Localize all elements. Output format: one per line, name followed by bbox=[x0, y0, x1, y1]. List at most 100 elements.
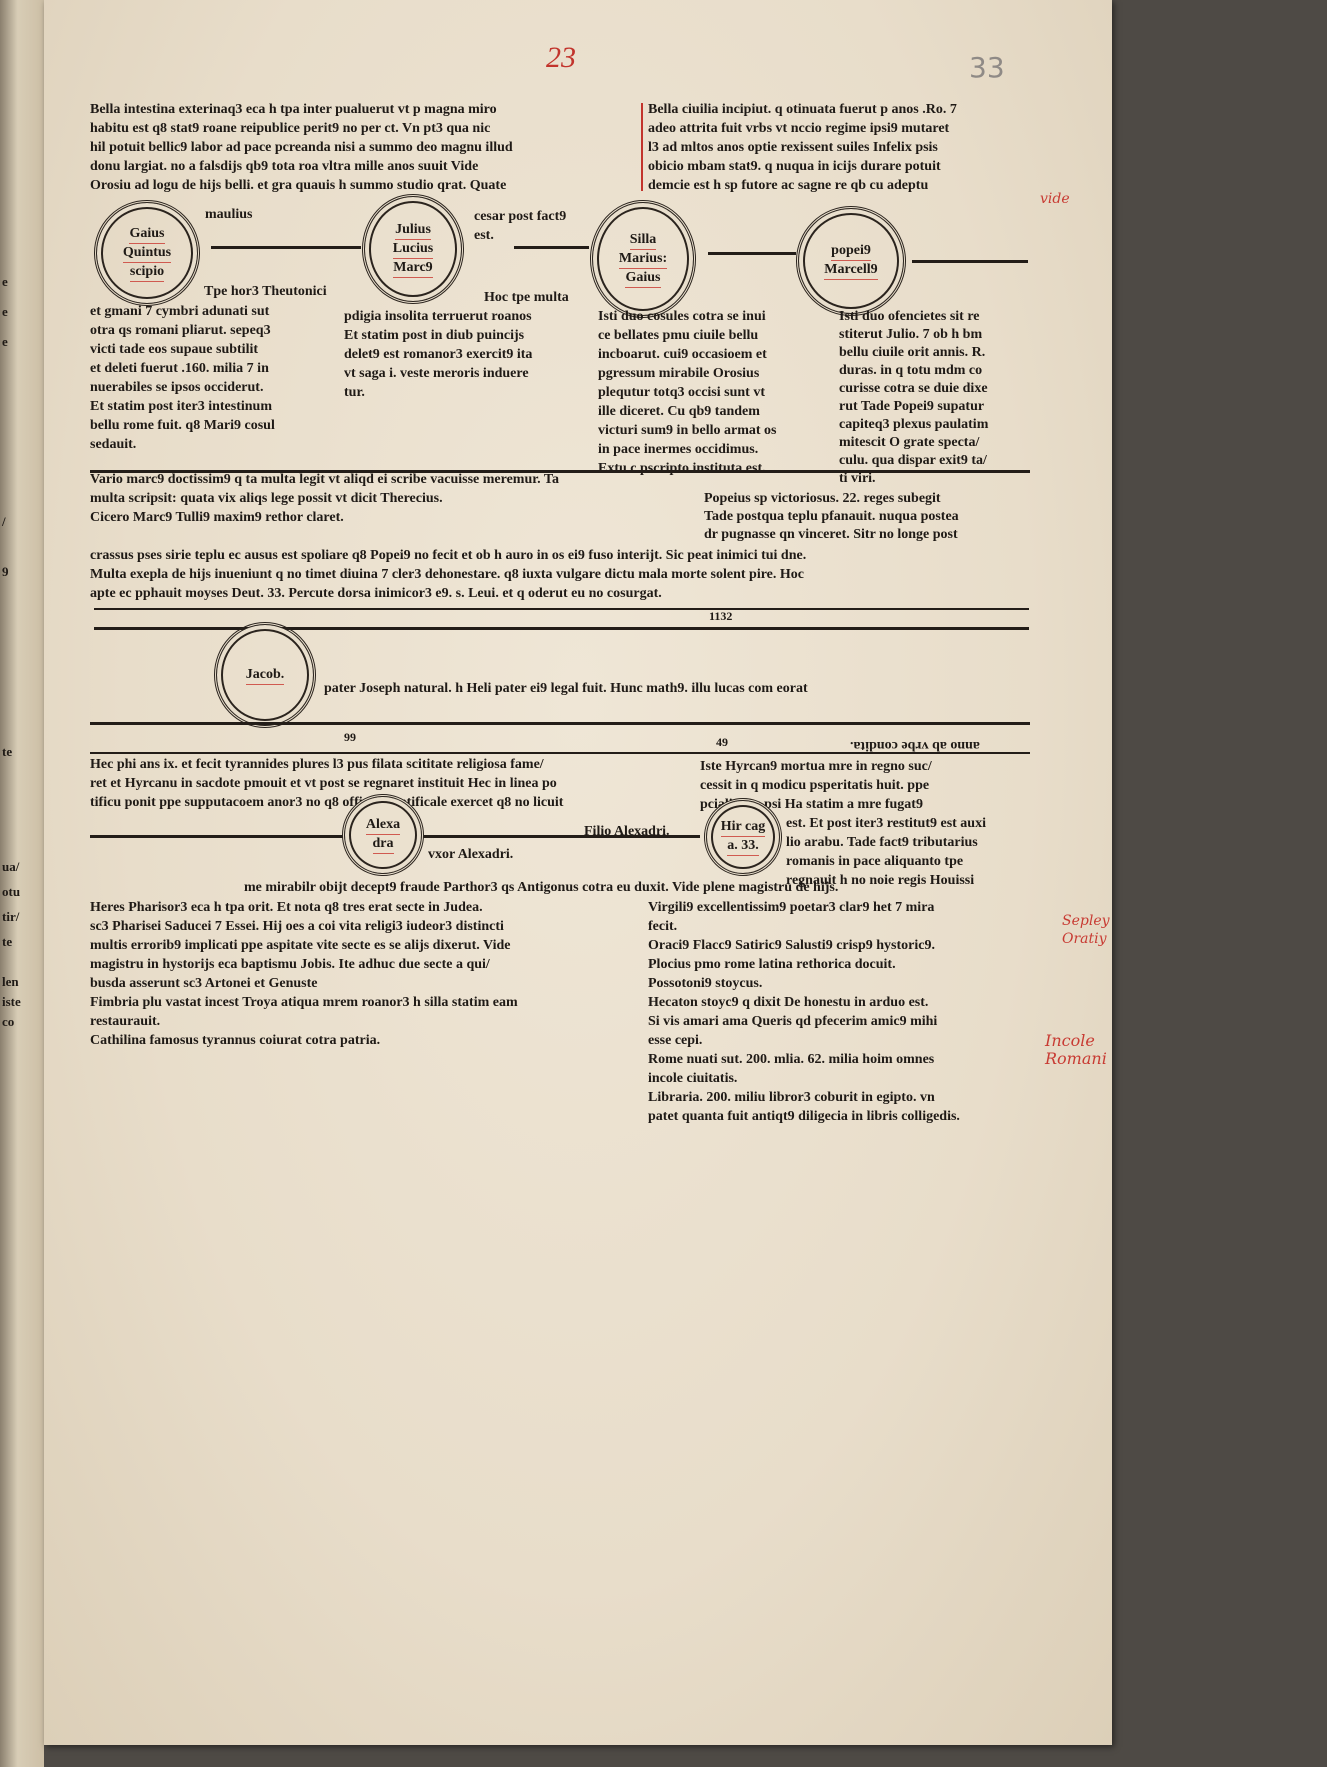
text-line: demcie est h sp futore ac sagne re qb cu… bbox=[648, 178, 929, 193]
text-line: esse cepi. bbox=[648, 1033, 703, 1048]
prev-page-fragment: tir/ bbox=[2, 909, 20, 924]
text-line: Hec phi ans ix. et fecit tyrannides plur… bbox=[90, 757, 544, 772]
text-line: l3 ad mltos anos optie rexissent suiles … bbox=[648, 140, 938, 155]
text-line: ret et Hyrcanu in sacdote pmouit et vt p… bbox=[90, 776, 557, 791]
text-line: Popeius sp victoriosus. 22. reges subegi… bbox=[704, 491, 941, 506]
circle-name: Gaius bbox=[625, 269, 661, 288]
text-line: patet quanta fuit antiqt9 diligecia in l… bbox=[648, 1109, 960, 1124]
text-line: ille diceret. Cu qb9 tandem bbox=[598, 404, 760, 419]
circle-name: popei9 bbox=[831, 242, 871, 261]
margin-note-oratius: Sepley Oratiy bbox=[1062, 913, 1110, 947]
manuscript-page: 23 33 Bella intestina exterinaq3 eca h t… bbox=[44, 0, 1112, 1745]
text-crassus: crassus pses sirie teplu ec ausus est sp… bbox=[90, 546, 806, 603]
circle-name: Marcell9 bbox=[824, 261, 878, 280]
text-line: Fimbria plu vastat incest Troya atiqua m… bbox=[90, 995, 518, 1010]
label-cesar: cesar post fact9 est. bbox=[474, 209, 567, 243]
text-line: dr pugnasse qn vinceret. Sitr no longe p… bbox=[704, 527, 958, 542]
prev-page-fragment: e bbox=[2, 274, 8, 289]
text-herodes: Heres Pharisor3 eca h tpa orit. Et nota … bbox=[90, 898, 518, 1050]
text-line: lio arabu. Tade fact9 tributarius bbox=[786, 835, 978, 850]
text-line: fecit. bbox=[648, 919, 678, 934]
text-hec-ph: Hec phi ans ix. et fecit tyrannides plur… bbox=[90, 755, 563, 812]
label-maulius: maulius bbox=[205, 207, 253, 222]
text-line: curisse cotra se duie dixe bbox=[839, 381, 988, 396]
text-line: Isti duo cosules cotra se inui bbox=[598, 309, 766, 324]
text-line: duras. in q totu mdm co bbox=[839, 363, 983, 378]
text-line: Hecaton stoyc9 q dixit De honestu in ard… bbox=[648, 995, 929, 1010]
text-line: tificu ponit ppe supputacoem anor3 no q8… bbox=[90, 795, 564, 810]
prev-page-fragment: ua/ bbox=[2, 859, 20, 874]
text-line: est. Et post iter3 restitut9 est auxi bbox=[786, 816, 986, 831]
text-line: cessit in q modicu psperitatis huit. ppe bbox=[700, 778, 930, 793]
genealogy-circle-jacob: Jacob. bbox=[214, 622, 316, 728]
text-line: pdigia insolita terruerut roanos bbox=[344, 309, 532, 324]
circle-name: Marius: bbox=[618, 250, 668, 269]
prev-page-fragment: te bbox=[2, 934, 13, 949]
col1-lead: Tpe hor3 Theutonici bbox=[204, 284, 327, 299]
margin-note-incole: Incole Romani bbox=[1045, 1031, 1107, 1068]
prev-page-fragment: co bbox=[2, 1014, 15, 1029]
label-vxor-alexandri: vxor Alexadri. bbox=[428, 847, 514, 862]
text-line: Isti duo ofencietes sit re bbox=[839, 309, 980, 324]
prev-page-fragment: / bbox=[2, 514, 6, 529]
text-line: donu largiat. no a falsdijs qb9 tota roa… bbox=[90, 159, 479, 174]
text-line: busda asserunt sc3 Artonei et Genuste bbox=[90, 976, 318, 991]
text-bella-intestina: Bella intestina exterinaq3 eca h tpa int… bbox=[90, 100, 513, 195]
text-line: sc3 Pharisei Saducei 7 Essei. Hij oes a … bbox=[90, 919, 504, 934]
prev-page-fragment: len bbox=[2, 974, 19, 989]
text-line: incboarut. cui9 occasioem et bbox=[598, 347, 767, 362]
circle-name: dra bbox=[372, 835, 394, 854]
rubric-divider bbox=[641, 103, 643, 191]
text-line: Et statim post in diub puincijs bbox=[344, 328, 525, 343]
text-line: tur. bbox=[344, 385, 365, 400]
circle-name: Quintus bbox=[122, 244, 172, 263]
circle-name: Alexa bbox=[365, 816, 401, 835]
text-line: crassus pses sirie teplu ec ausus est sp… bbox=[90, 548, 807, 563]
text-column-4: Isti duo ofencietes sit re stiterut Julio… bbox=[839, 308, 988, 488]
text-line: Et statim post iter3 intestinum bbox=[90, 399, 272, 414]
text-line: bellu rome fuit. q8 Mari9 cosul bbox=[90, 418, 275, 433]
text-line: pgressum mirabile Orosius bbox=[598, 366, 760, 381]
circle-name: a. 33. bbox=[727, 837, 759, 856]
text-line: victuri sum9 in bello armat os bbox=[598, 423, 777, 438]
text-line: Plocius pmo rome latina rethorica docuit… bbox=[648, 957, 896, 972]
prev-page-fragment: e bbox=[2, 334, 8, 349]
text-line: otra qs romani pliarut. sepeq3 bbox=[90, 323, 271, 338]
text-line: et deleti fuerut .160. milia 7 in bbox=[90, 361, 269, 376]
text-bella-ciuilia: Bella ciuilia incipiut. q otinuata fueru… bbox=[648, 100, 957, 195]
text-line: multa scripsit: quata vix aliqs lege pos… bbox=[90, 491, 443, 506]
circle-name: Lucius bbox=[392, 240, 434, 259]
circle-name: scipio bbox=[129, 263, 165, 282]
text-line: Tade postqua teplu pfanauit. nuqua poste… bbox=[704, 509, 959, 524]
text-line: ti viri. bbox=[839, 471, 876, 486]
text-line: mitescit O grate specta/ bbox=[839, 435, 980, 450]
text-line: Possotoni9 stoycus. bbox=[648, 976, 763, 991]
text-line: ce bellates pmu ciuile bellu bbox=[598, 328, 759, 343]
circle-name: Julius bbox=[395, 221, 431, 240]
text-line: multis errorib9 implicati ppe aspitate v… bbox=[90, 938, 511, 953]
horizontal-rule bbox=[94, 627, 1029, 630]
text-line: obicio mbam stat9. q nuqua in icijs dura… bbox=[648, 159, 941, 174]
text-line: Bella ciuilia incipiut. q otinuata fueru… bbox=[648, 102, 957, 117]
horizontal-rule bbox=[90, 722, 1030, 725]
text-line: stiterut Julio. 7 ob h bm bbox=[839, 327, 983, 342]
horizontal-rule bbox=[94, 608, 1029, 610]
text-line: Vario marc9 doctissim9 q ta multa legit … bbox=[90, 472, 559, 487]
text-me-mirabiliter: me mirabilr obijt decept9 fraude Parthor… bbox=[244, 880, 839, 895]
text-line: plequtur totq3 occisi sunt vt bbox=[598, 385, 765, 400]
text-line: adeo attrita fuit vrbs vt nccio regime i… bbox=[648, 121, 950, 136]
text-line: victi tade eos supaue subtilit bbox=[90, 342, 259, 357]
text-line: Cicero Marc9 Tulli9 maxim9 rethor claret… bbox=[90, 510, 344, 525]
text-line: Bella intestina exterinaq3 eca h tpa int… bbox=[90, 102, 497, 117]
text-line: magistru in hystorijs eca baptismu Jobis… bbox=[90, 957, 490, 972]
prev-page-fragment: e bbox=[2, 304, 8, 319]
text-column-3: Isti duo cosules cotra se inui ce bellate… bbox=[598, 307, 777, 478]
text-line: Rome nuati sut. 200. mlia. 62. milia hoi… bbox=[648, 1052, 935, 1067]
number-left: 99 bbox=[344, 730, 356, 744]
text-virgilius: Virgili9 excellentissim9 poetar3 clar9 h… bbox=[648, 898, 960, 1126]
